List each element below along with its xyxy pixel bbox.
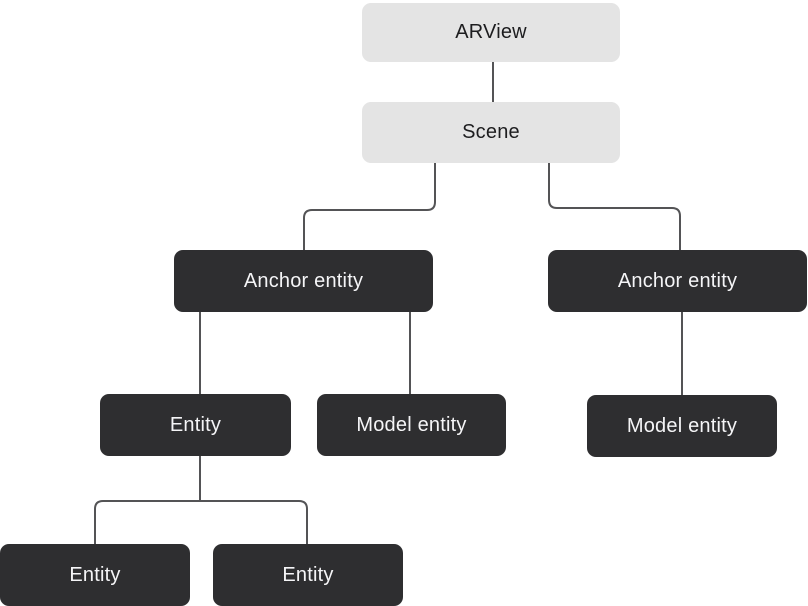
connector-scene-anchor-right [548,163,681,250]
node-model-entity-right: Model entity [587,395,777,457]
node-anchor-entity-left: Anchor entity [174,250,433,312]
node-entity-bottom-right-label: Entity [282,563,334,586]
node-arview: ARView [362,3,620,62]
node-entity-bottom-left-label: Entity [69,563,121,586]
node-anchor-entity-right: Anchor entity [548,250,807,312]
node-scene-label: Scene [462,121,520,143]
node-arview-label: ARView [455,21,527,43]
node-entity-bottom-left: Entity [0,544,190,606]
node-anchor-entity-left-label: Anchor entity [243,269,364,292]
node-entity-bottom-right: Entity [213,544,403,606]
node-model-entity-right-label: Model entity [626,414,738,437]
node-model-entity-left-label: Model entity [356,413,467,436]
connector-entity-split-bar [94,500,308,544]
node-entity-middle: Entity [100,394,291,456]
node-entity-middle-label: Entity [169,413,222,436]
node-model-entity-left: Model entity [317,394,506,456]
connector-scene-anchor-left [303,163,436,250]
node-scene: Scene [362,102,620,163]
node-anchor-entity-right-label: Anchor entity [617,269,738,292]
